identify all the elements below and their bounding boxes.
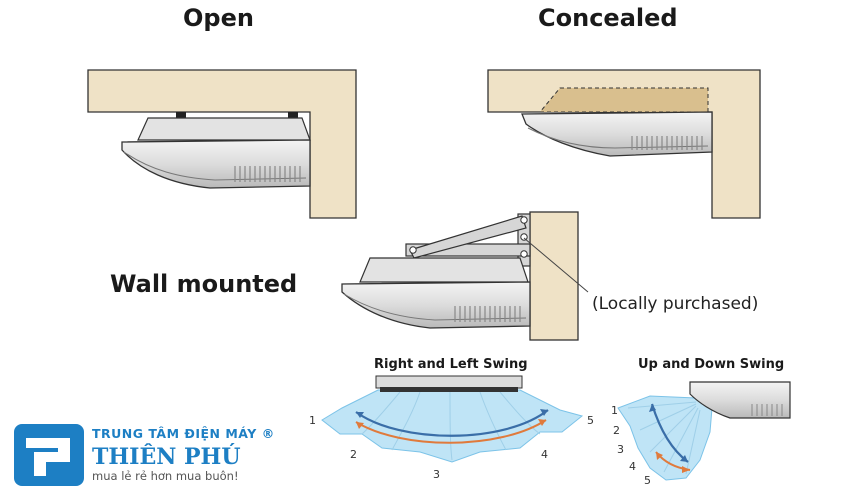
rl-unit-outlet xyxy=(380,387,518,392)
locally-purchased-label: (Locally purchased) xyxy=(592,294,759,314)
rl-position-label: 3 xyxy=(433,468,440,481)
open-bracket-right xyxy=(288,112,298,120)
open-installation xyxy=(87,69,357,219)
ud-position-label: 3 xyxy=(617,443,624,456)
rl-position-label: 4 xyxy=(541,448,548,461)
rl-position-label: 2 xyxy=(350,448,357,461)
ud-position-label: 1 xyxy=(611,404,618,417)
ud-indoor-unit xyxy=(689,381,791,419)
rl-position-label: 5 xyxy=(587,414,594,427)
ud-position-label: 4 xyxy=(629,460,636,473)
leader-line xyxy=(523,237,589,293)
open-bracket-left xyxy=(176,112,186,120)
right-left-swing-diagram xyxy=(321,375,584,463)
rl-swing-orange-arc xyxy=(355,419,547,444)
open-ceiling-wall xyxy=(87,69,357,219)
concealed-installation xyxy=(487,69,761,219)
brand-tagline-top: TRUNG TÂM ĐIỆN MÁY ® xyxy=(92,426,275,441)
ud-position-label: 2 xyxy=(613,424,620,437)
wall-mounted-heading: Wall mounted xyxy=(110,270,298,298)
up-down-swing-title: Up and Down Swing xyxy=(638,357,785,372)
wall-mounted-indoor-unit xyxy=(341,257,531,329)
concealed-heading: Concealed xyxy=(538,4,678,32)
right-left-swing-title: Right and Left Swing xyxy=(374,357,528,372)
rl-swing-blue-arc xyxy=(355,409,549,437)
rl-unit-top xyxy=(375,375,523,389)
wall-mounted-installation xyxy=(341,211,589,341)
concealed-recess xyxy=(538,87,709,113)
wall-mounted-wall xyxy=(529,211,579,341)
rl-position-label: 1 xyxy=(309,414,316,427)
wall-bracket xyxy=(405,213,531,267)
up-down-swing-diagram xyxy=(617,381,791,481)
open-heading: Open xyxy=(183,4,254,32)
ud-airflow-fan xyxy=(617,395,713,481)
brand-name: THIÊN PHÚ xyxy=(92,444,241,470)
concealed-indoor-unit xyxy=(521,111,713,157)
open-indoor-unit xyxy=(121,117,311,189)
brand-logo-icon xyxy=(14,424,84,486)
brand-slogan: mua lẻ rẻ hơn mua buôn! xyxy=(92,469,239,483)
ud-position-label: 5 xyxy=(644,474,651,487)
